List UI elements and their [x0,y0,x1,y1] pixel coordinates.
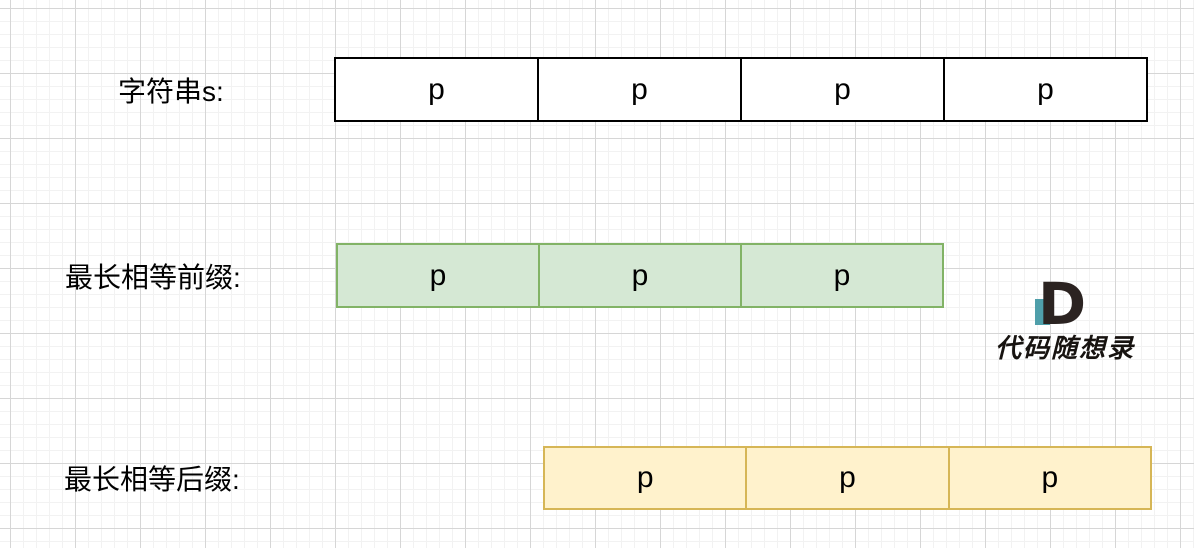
prefix-cell: p [540,245,742,306]
logo-brand-text: 代码随想录 [994,334,1135,364]
string-s-label: 字符串s: [118,75,224,107]
suffix-cell: p [1041,461,1059,494]
suffix-cell: p [747,448,950,508]
code-thoughts-logo: D 代码随想录 [985,270,1145,364]
string-cell: p [1037,72,1054,106]
string-cell: p [539,59,742,120]
longest-equal-prefix-label: 最长相等前缀: [65,261,241,293]
logo-teal-accent [1035,299,1050,325]
logo-d-icon: D [1038,270,1087,338]
longest-equal-suffix-label: 最长相等后缀: [64,464,240,495]
suffix-row: p p p [543,446,1152,510]
prefix-cell: p [833,258,851,292]
string-cell: p [336,59,539,120]
prefix-cell: p [338,245,540,306]
string-cell: p [742,59,945,120]
suffix-cell: p [545,448,748,508]
prefix-row: p p p [336,243,944,308]
string-row: p p p p [334,57,1148,122]
